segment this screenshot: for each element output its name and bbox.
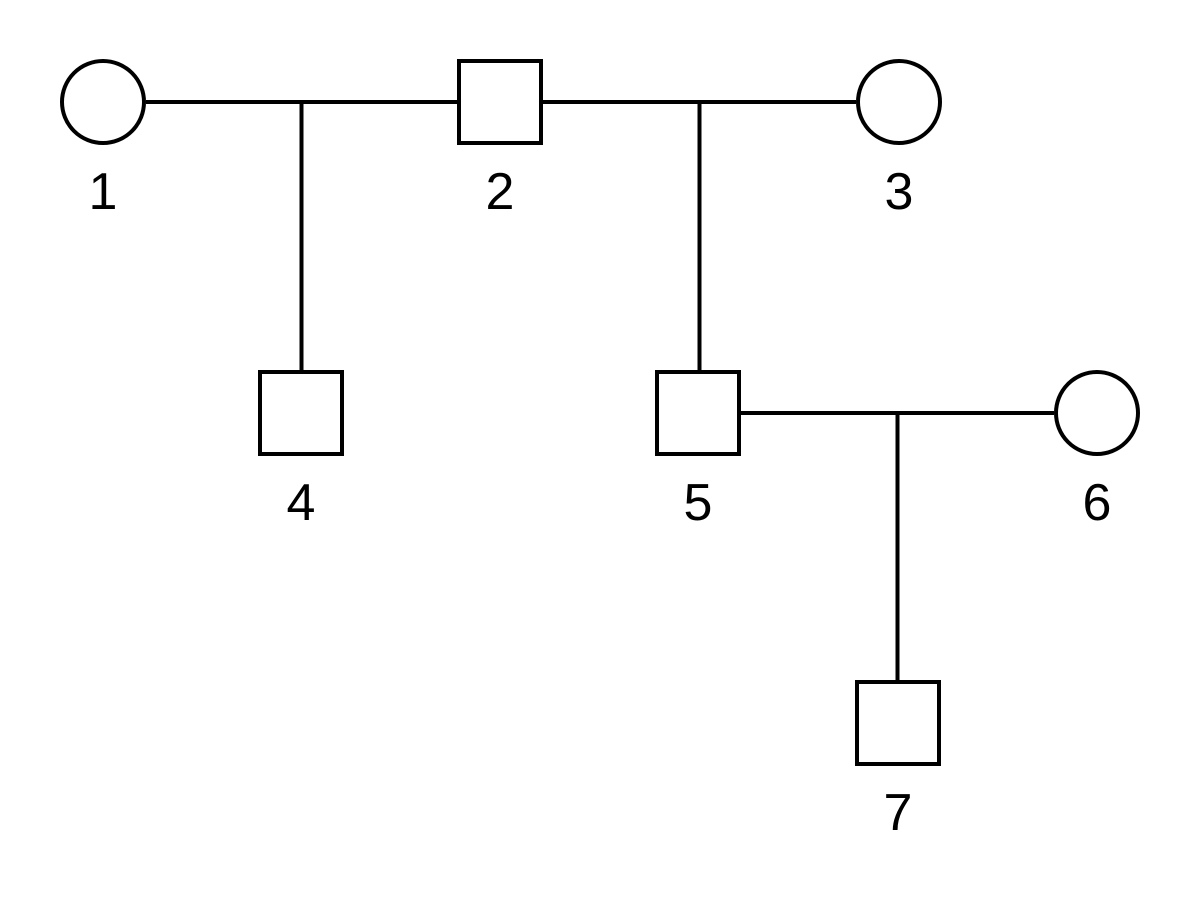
person-2-male-square xyxy=(457,59,543,145)
person-7-male-square xyxy=(855,680,941,766)
person-2-label: 2 xyxy=(486,163,515,221)
person-3-female-circle xyxy=(856,59,942,145)
person-4-male-square xyxy=(258,370,344,456)
person-4-label: 4 xyxy=(287,474,316,532)
person-1-female-circle xyxy=(60,59,146,145)
person-7-label: 7 xyxy=(884,784,913,842)
person-5-male-square xyxy=(655,370,741,456)
person-6-female-circle xyxy=(1054,370,1140,456)
person-3-label: 3 xyxy=(885,163,914,221)
person-5-label: 5 xyxy=(684,474,713,532)
person-6-label: 6 xyxy=(1083,474,1112,532)
person-1-label: 1 xyxy=(89,163,118,221)
